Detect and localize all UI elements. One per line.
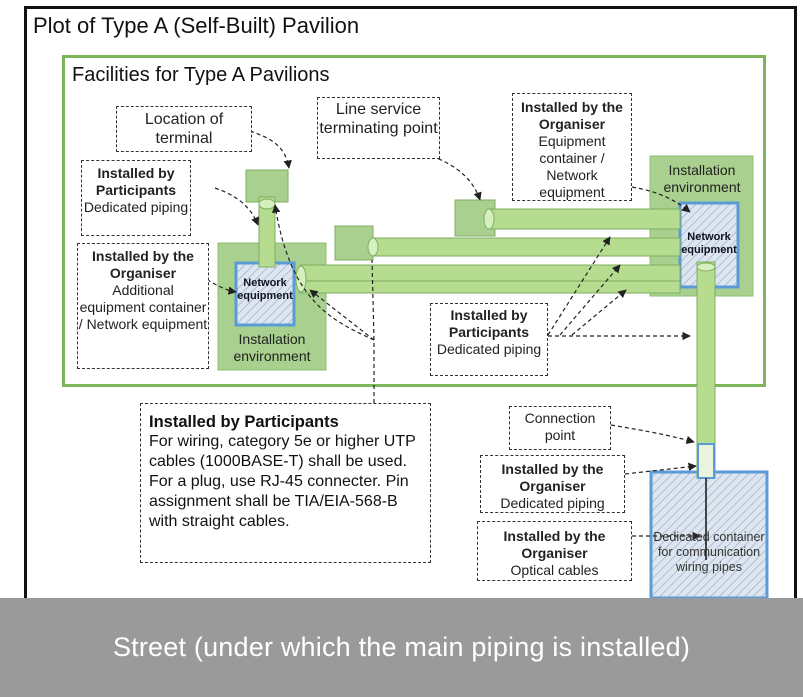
callout-location-of-terminal: Location of terminal — [116, 106, 252, 152]
pipe-lower-a — [299, 264, 681, 282]
pipe-end-right — [696, 262, 716, 272]
callout-organiser-additional-heading: Installed by the Organiser — [92, 248, 194, 281]
callout-organiser-piping-text: Dedicated piping — [500, 495, 605, 511]
leader-organiser-equipment — [631, 186, 691, 213]
callout-organiser-additional-text: Additional equipment container / Network… — [78, 282, 208, 332]
installation-environment-left-label: Installation environment — [233, 331, 311, 364]
network-equipment-box-left — [234, 261, 296, 327]
leader-participants-piping-left — [214, 187, 260, 226]
terminal-box-middle — [334, 225, 374, 261]
callout-participants-wiring-heading: Installed by Participants — [149, 413, 339, 431]
network-equipment-right-label: Network equipment — [681, 231, 737, 256]
callout-organiser-optical: Installed by the Organiser Optical cable… — [477, 521, 632, 581]
leader-connection-point — [610, 424, 695, 445]
pipe-end-left — [258, 198, 276, 210]
connection-point-joint — [697, 443, 715, 479]
callout-line-service: Line service terminating point — [317, 97, 440, 159]
facilities-title: Facilities for Type A Pavilions — [72, 64, 330, 86]
leader-organiser-additional — [194, 271, 237, 295]
installation-environment-right-label: Installation environment — [663, 162, 741, 195]
pipe-middle — [371, 237, 681, 257]
facilities-frame — [62, 55, 766, 387]
callout-participants-wiring-text: For wiring, category 5e or higher UTP ca… — [149, 433, 416, 530]
callout-organiser-equipment-text: Equipment container / Network equipment — [538, 133, 606, 200]
leader-wiring-mid — [371, 259, 375, 341]
leader-piping-mid-b — [559, 264, 621, 336]
callout-organiser-piping-heading: Installed by the Organiser — [501, 461, 604, 494]
callout-location-of-terminal-text: Location of terminal — [144, 111, 224, 147]
callout-organiser-additional: Installed by the Organiser Additional eq… — [77, 243, 209, 369]
callout-participants-piping-left: Installed by Participants Dedicated pipi… — [81, 160, 191, 236]
callout-participants-wiring: Installed by Participants For wiring, ca… — [140, 403, 431, 563]
pipe-lower-b — [299, 280, 681, 294]
pipe-vertical-left — [258, 196, 276, 268]
callout-participants-piping-mid: Installed by Participants Dedicated pipi… — [430, 303, 548, 376]
leader-wiring-top — [272, 204, 375, 341]
callout-line-service-text: Line service terminating point — [319, 101, 438, 137]
callout-organiser-equipment: Installed by the Organiser Equipment con… — [512, 93, 632, 201]
leader-piping-mid-a — [547, 236, 611, 336]
callout-participants-piping-mid-text: Dedicated piping — [436, 341, 542, 357]
pipe-end-lower — [295, 265, 307, 293]
leader-line-service — [397, 146, 482, 201]
pipe-end-middle — [367, 237, 379, 257]
callout-connection-point-text: Connection point — [524, 410, 596, 443]
pipe-line-service — [487, 208, 681, 230]
callout-organiser-equipment-heading: Installed by the Organiser — [521, 99, 623, 132]
network-equipment-left-label: Network equipment — [237, 277, 293, 302]
callout-organiser-optical-heading: Installed by the Organiser — [503, 528, 606, 561]
callout-participants-piping-mid-heading: Installed by Participants — [448, 307, 530, 340]
callout-organiser-optical-text: Optical cables — [510, 562, 599, 578]
leader-piping-mid-c — [571, 289, 627, 336]
dedicated-container-label: Dedicated container for communication wi… — [653, 530, 765, 574]
pipe-end-line-service — [483, 208, 495, 230]
plot-title: Plot of Type A (Self-Built) Pavilion — [33, 13, 360, 38]
leader-organiser-piping — [624, 462, 697, 475]
leader-location-terminal — [249, 130, 292, 169]
callout-organiser-piping: Installed by the Organiser Dedicated pip… — [480, 455, 625, 513]
callout-participants-piping-left-text: Dedicated piping — [83, 199, 189, 215]
street-label: Street (under which the main piping is i… — [112, 632, 691, 662]
callout-connection-point: Connection point — [509, 406, 611, 450]
street-band — [0, 598, 803, 697]
callout-participants-piping-left-heading: Installed by Participants — [95, 165, 177, 198]
